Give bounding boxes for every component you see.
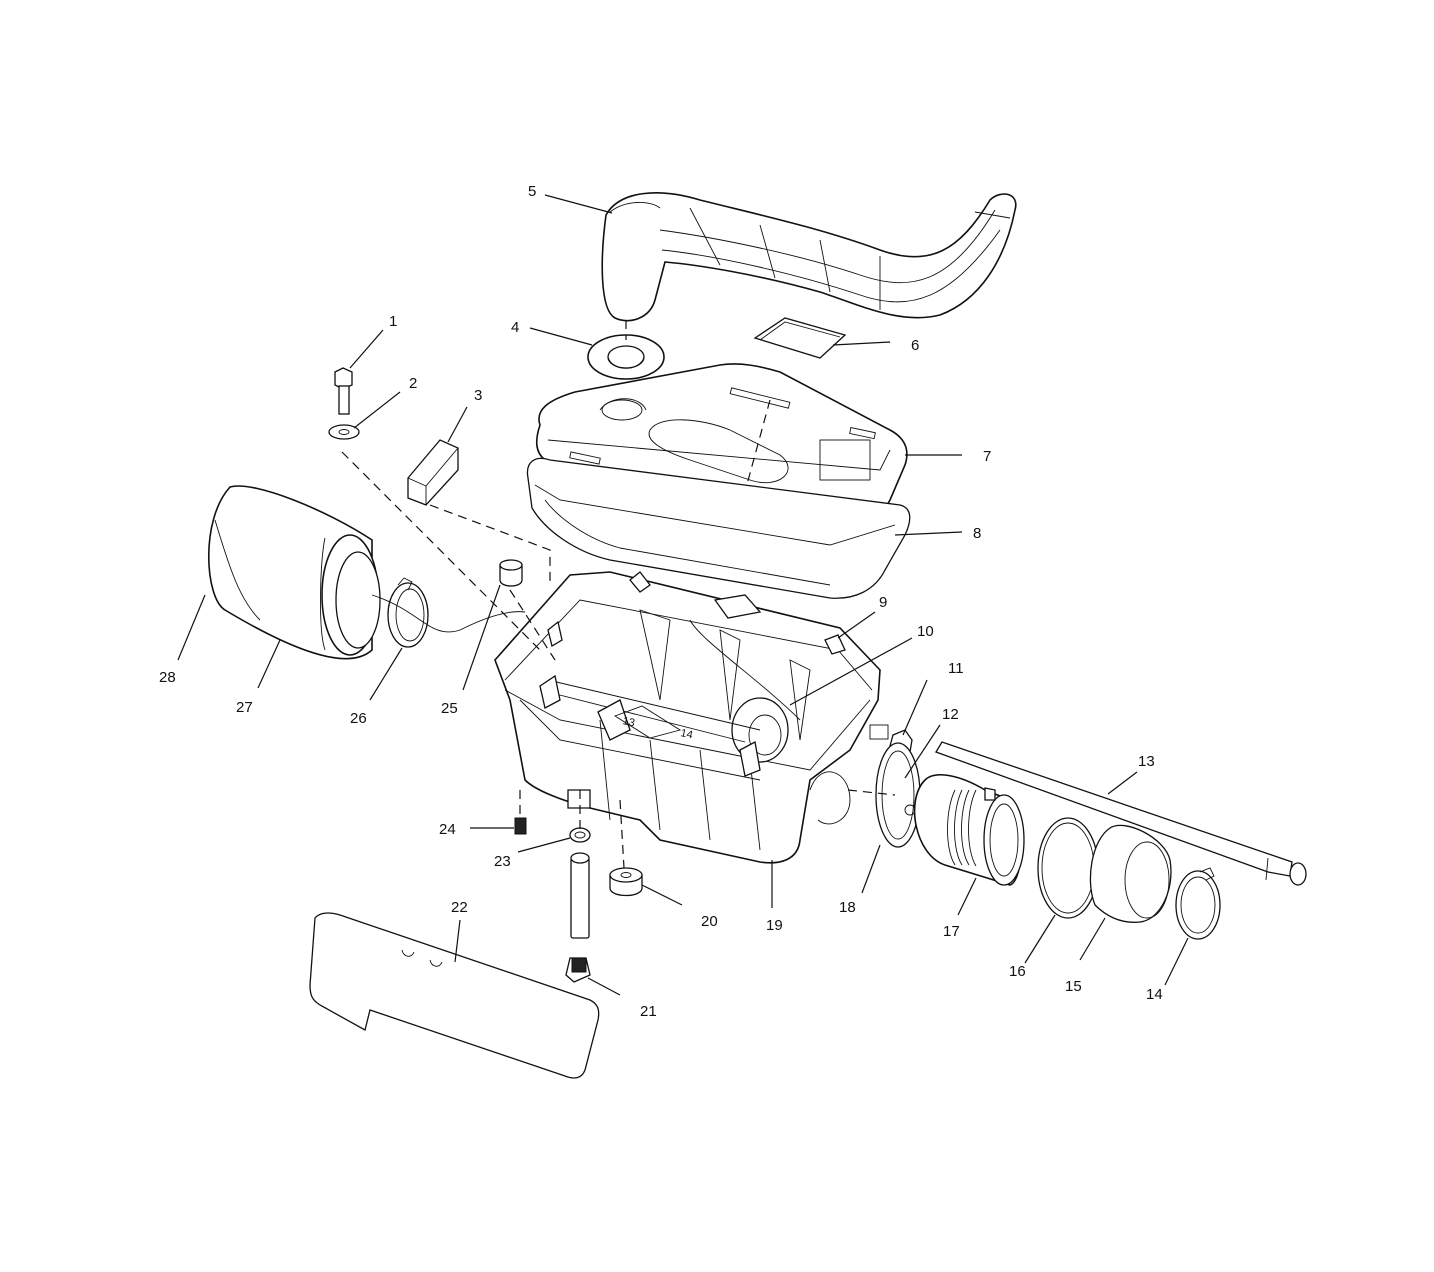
callout-23: 23 (494, 853, 511, 870)
callout-20: 20 (701, 913, 718, 930)
callout-15: 15 (1065, 978, 1082, 995)
part-13-tube (935, 741, 1307, 886)
inline-mark-14: 14 (679, 727, 693, 741)
part-22-heat-shield (309, 912, 600, 1079)
callout-10: 10 (917, 623, 934, 640)
part-23-clip (569, 827, 591, 843)
part-8-lid-gasket (526, 457, 911, 599)
part-18-gasket (875, 742, 921, 848)
callout-9: 9 (879, 594, 887, 611)
assembly-lines (341, 320, 896, 869)
callout-4: 4 (511, 319, 519, 336)
part-15-boot (1089, 824, 1172, 923)
callout-6: 6 (911, 337, 919, 354)
callout-26: 26 (350, 710, 367, 727)
inline-mark-13: 13 (621, 715, 635, 729)
callout-16: 16 (1009, 963, 1026, 980)
callout-11: 11 (948, 660, 964, 677)
callout-13: 13 (1138, 753, 1155, 770)
callout-18: 18 (839, 899, 856, 916)
part-16-ring (1037, 817, 1099, 919)
callout-14: 14 (1146, 986, 1163, 1003)
callout-28: 28 (159, 669, 176, 686)
callout-3: 3 (474, 387, 482, 404)
part-19-airbox-body (494, 571, 889, 864)
part-14-clamp (1175, 867, 1221, 940)
callout-21: 21 (640, 1003, 657, 1020)
part-20-bumper (609, 867, 643, 897)
part-4-grommet (587, 334, 665, 380)
part-27-air-filter (208, 485, 381, 660)
part-21-drain-tube (565, 852, 591, 983)
part-26-clamp (387, 577, 429, 648)
part-17-intake-adapter (913, 774, 1025, 886)
part-5-intake-duct (601, 192, 1017, 322)
part-3-foam-block (407, 439, 459, 506)
callout-7: 7 (983, 448, 991, 465)
part-1-bolt (334, 367, 353, 415)
leader-lines (177, 194, 1189, 996)
callout-24: 24 (439, 821, 456, 838)
part-2-washer (328, 424, 360, 440)
callout-12: 12 (942, 706, 959, 723)
callout-2: 2 (409, 375, 417, 392)
callout-5: 5 (528, 183, 536, 200)
part-24-set-screw (514, 817, 527, 835)
callout-8: 8 (973, 525, 981, 542)
callout-1: 1 (389, 313, 397, 330)
part-25-bushing (499, 559, 523, 587)
part-6-foam-pad (753, 317, 847, 359)
callout-19: 19 (766, 917, 783, 934)
callout-27: 27 (236, 699, 253, 716)
callout-22: 22 (451, 899, 468, 916)
callout-25: 25 (441, 700, 458, 717)
callout-17: 17 (943, 923, 960, 940)
